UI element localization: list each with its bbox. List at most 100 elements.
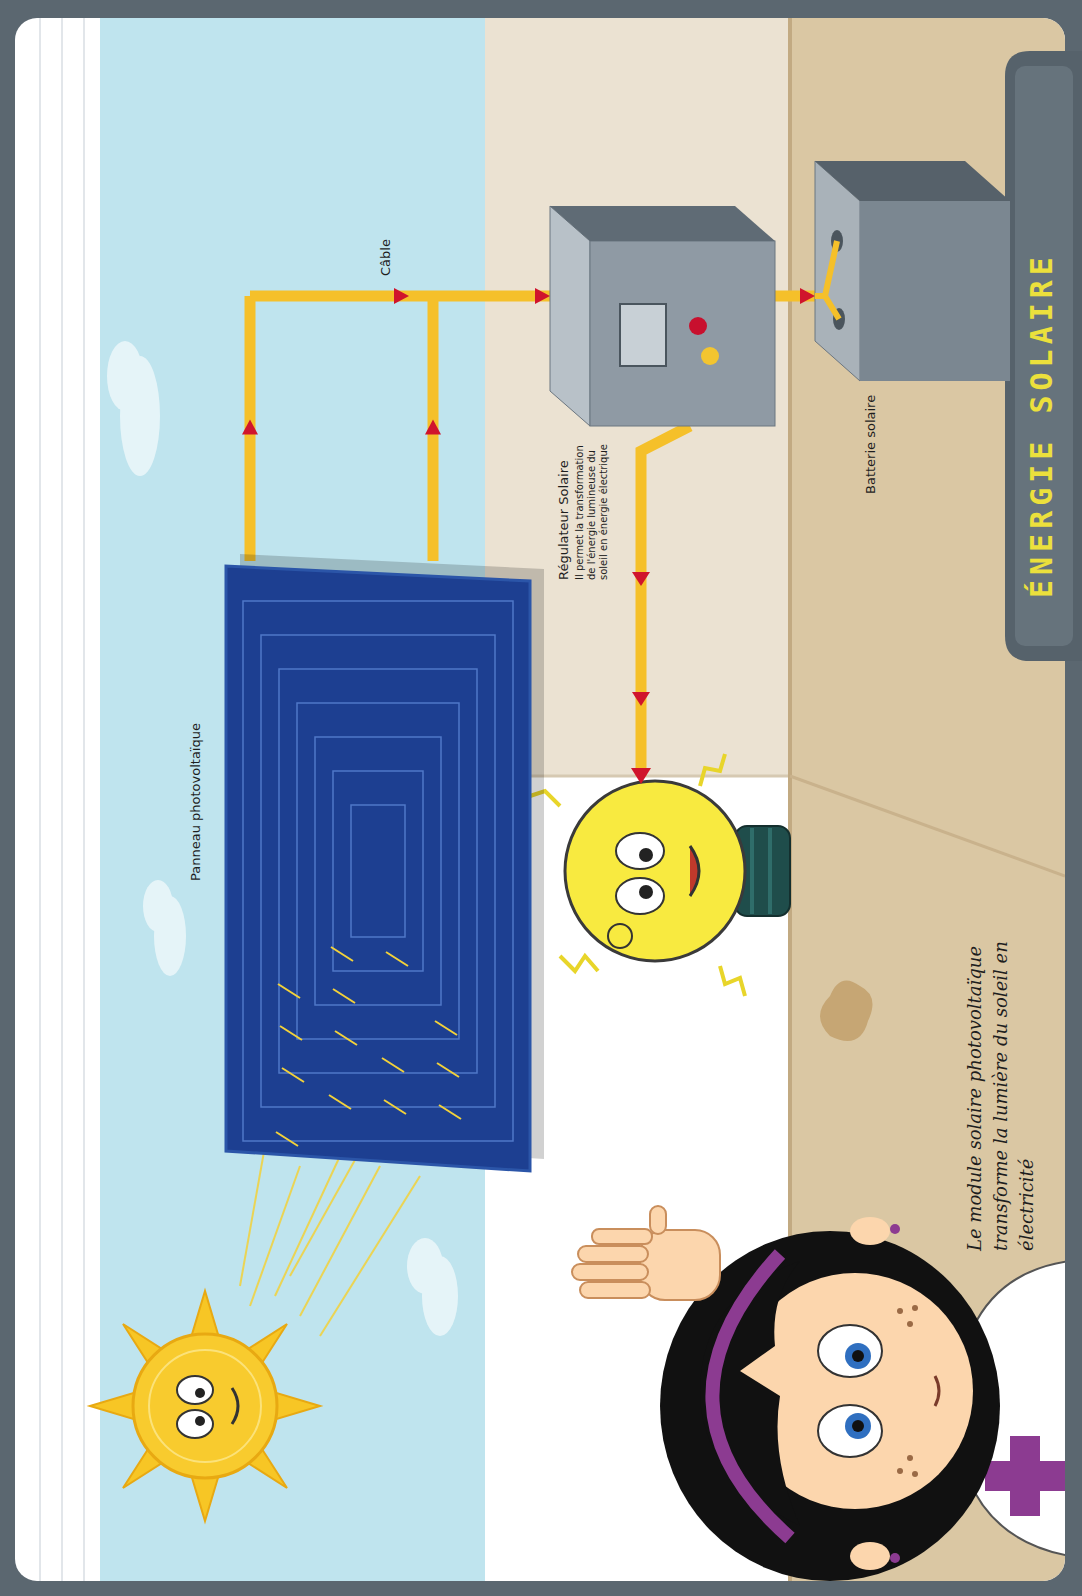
- art-shape: [550, 206, 775, 241]
- art-shape: [815, 161, 1010, 201]
- art-shape: [616, 833, 664, 869]
- art-shape: [226, 566, 530, 1171]
- art-shape: [143, 880, 173, 932]
- art-shape: [897, 1468, 903, 1474]
- art-shape: [639, 848, 653, 862]
- art-shape: [276, 1132, 298, 1146]
- art-shape: [425, 420, 441, 435]
- art-shape: [620, 304, 666, 366]
- art-shape: [261, 635, 495, 1107]
- art-shape: [689, 317, 707, 335]
- art-shape: [297, 703, 459, 1039]
- art-shape: [351, 805, 405, 937]
- art-shape: [107, 341, 143, 411]
- art-shape: [315, 737, 441, 1005]
- art-shape: [852, 1420, 864, 1432]
- art-shape: [535, 288, 550, 304]
- cable-label: Câble: [378, 239, 393, 276]
- art-shape: [329, 1095, 351, 1109]
- art-shape: [333, 989, 355, 1003]
- art-shape: [232, 1388, 238, 1424]
- speech-note: Le module solaire photovoltaïque transfo…: [962, 921, 1040, 1251]
- poster-title: ÉNERGIE SOLAIRE: [1024, 252, 1059, 598]
- art-shape: [83, 18, 85, 1581]
- art-shape: [177, 1410, 213, 1438]
- solar-panel: Panneau photovoltaïque: [188, 561, 533, 1171]
- sun-rays: [240, 1146, 420, 1336]
- solar-battery: Batterie solaire: [815, 161, 1010, 381]
- title-tab: [1005, 51, 1082, 661]
- art-shape: [701, 347, 719, 365]
- art-shape: [815, 293, 825, 299]
- art-shape: [850, 1217, 890, 1245]
- art-shape: [560, 956, 598, 971]
- art-shape: [333, 771, 423, 971]
- label-group: Régulateur SolaireIl permet la transform…: [556, 438, 610, 580]
- art-shape: [690, 846, 699, 896]
- art-shape: [195, 1388, 205, 1398]
- art-shape: [907, 1455, 913, 1461]
- art-shape: [240, 1146, 265, 1286]
- bulb-cable: [631, 426, 690, 784]
- art-shape: [616, 878, 664, 914]
- art-shape: [572, 1264, 648, 1280]
- art-shape: [282, 1068, 304, 1082]
- art-shape: [39, 18, 41, 1581]
- art-shape: [632, 572, 650, 586]
- art-shape: [985, 1436, 1065, 1516]
- art-shape: [800, 288, 815, 304]
- art-shape: [580, 1282, 650, 1298]
- art-shape: [890, 1553, 900, 1563]
- art-shape: [825, 241, 839, 319]
- sun: [90, 1291, 320, 1521]
- art-shape: [572, 1206, 720, 1300]
- art-shape: [195, 1416, 205, 1426]
- part-label: Panneau photovoltaïque: [188, 723, 203, 881]
- scene: [40, 18, 1065, 1581]
- part-label: Régulateur Solaire: [556, 438, 571, 580]
- art-shape: [384, 1100, 406, 1114]
- art-shape: [279, 669, 477, 1073]
- art-shape: [435, 1021, 457, 1035]
- art-shape: [818, 1405, 882, 1457]
- art-shape: [565, 781, 745, 961]
- scientist-girl: [572, 1206, 1065, 1581]
- art-shape: [177, 1376, 213, 1404]
- art-shape: [912, 1305, 918, 1311]
- art-shape: [897, 1305, 918, 1477]
- art-shape: [890, 1224, 900, 1234]
- art-shape: [818, 1325, 882, 1377]
- art-shape: [275, 1156, 340, 1296]
- art-shape: [852, 1350, 864, 1362]
- art-shape: [407, 1238, 443, 1294]
- charge-regulator: Régulateur SolaireIl permet la transform…: [550, 206, 775, 426]
- art-shape: [278, 984, 300, 998]
- art-shape: [320, 1176, 420, 1336]
- part-description: Il permet la transformation de l'énergie…: [574, 438, 610, 580]
- node-art: [188, 561, 533, 1171]
- art-shape: [907, 1321, 913, 1327]
- art-shape: [90, 1291, 320, 1521]
- art-shape: [790, 776, 1065, 876]
- art-shape: [578, 1246, 648, 1262]
- art-shape: [860, 201, 1010, 381]
- art-shape: [243, 601, 513, 1141]
- art-shape: [394, 288, 409, 304]
- art-shape: [720, 966, 745, 996]
- art-shape: [935, 1376, 939, 1406]
- part-label: Batterie solaire: [863, 395, 878, 494]
- art-shape: [550, 206, 590, 426]
- art-shape: [608, 924, 632, 948]
- art-shape: [280, 1026, 302, 1040]
- cable-connector: [242, 288, 550, 561]
- art-shape: [850, 1542, 890, 1570]
- art-shape: [750, 828, 754, 914]
- art-shape: [639, 885, 653, 899]
- art-shape: [242, 420, 258, 435]
- art-shape: [335, 1031, 357, 1045]
- art-shape: [845, 1343, 871, 1369]
- art-shape: [1010, 1436, 1040, 1516]
- art-shape: [897, 1308, 903, 1314]
